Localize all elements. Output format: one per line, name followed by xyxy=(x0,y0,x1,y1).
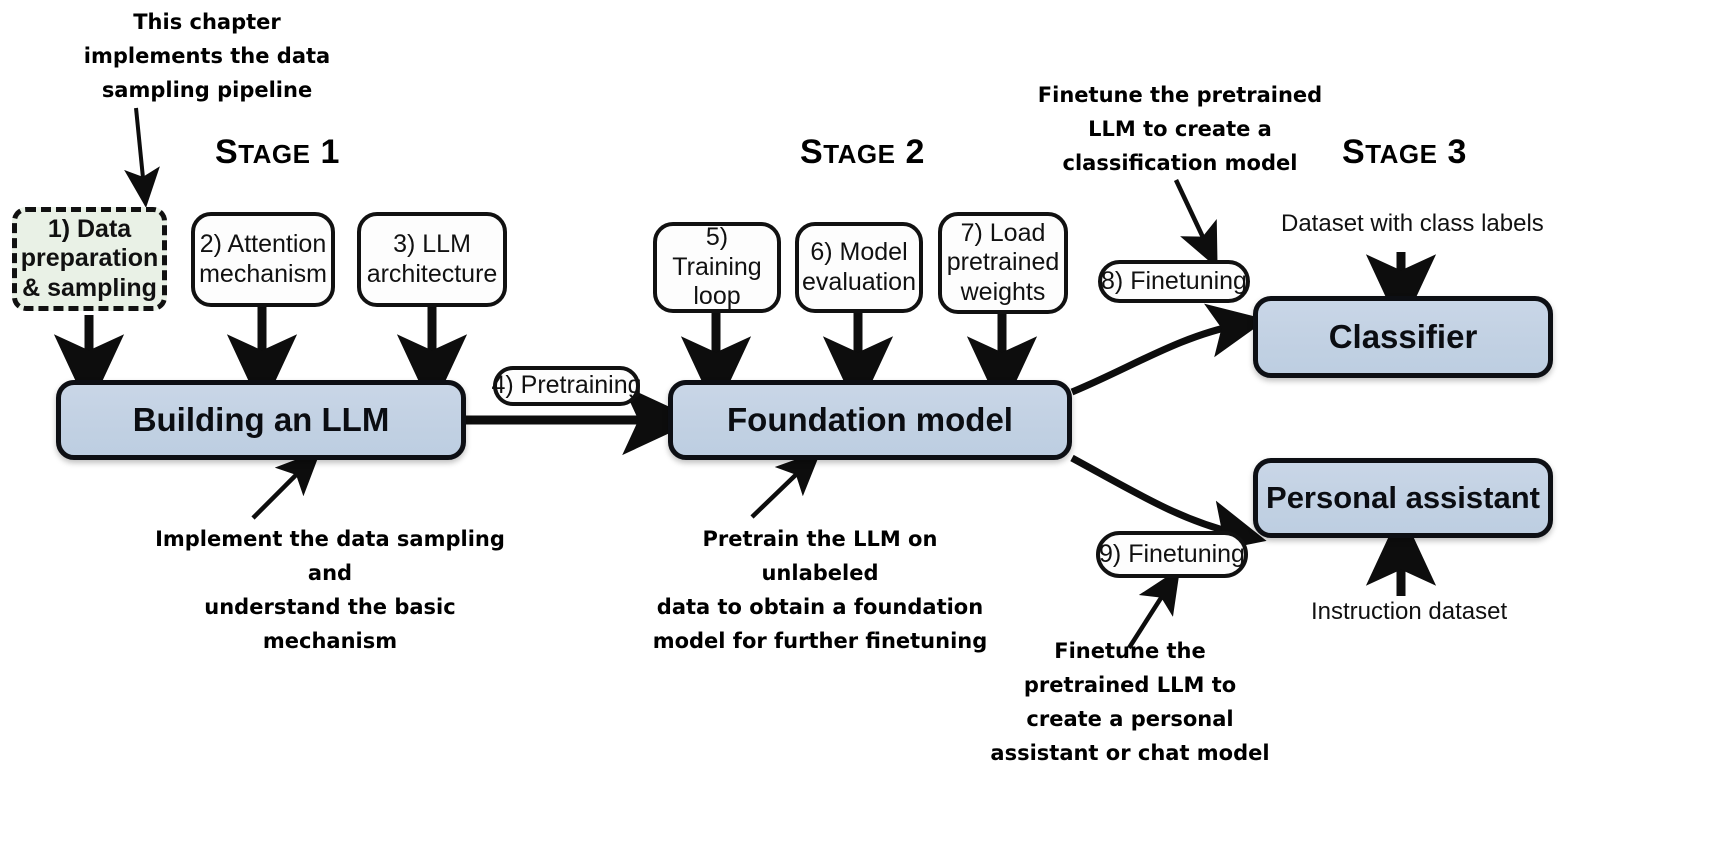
caption-this-chapter: This chapter implements the data samplin… xyxy=(83,10,331,103)
arrow-caption-to-foundation xyxy=(750,450,822,519)
step-box-training-loop[interactable]: 5) Training loop xyxy=(653,222,781,313)
stage-2-rest: TAGE xyxy=(823,139,896,169)
caption-pretrain-unlabeled: Pretrain the LLM on unlabeled data to ob… xyxy=(652,527,988,654)
stage-title-3: STAGE 3 xyxy=(1342,133,1467,172)
stage-title-2: STAGE 2 xyxy=(800,133,925,172)
arrow-caption-to-llm xyxy=(251,450,321,520)
stage-title-1: STAGE 1 xyxy=(215,133,340,172)
stage-3-number: 3 xyxy=(1447,133,1467,171)
stage-2-number: 2 xyxy=(905,133,925,171)
pill-finetuning-classifier[interactable]: 8) Finetuning xyxy=(1098,260,1250,303)
pill-pretraining[interactable]: 4) Pretraining xyxy=(491,366,642,406)
arrow-foundation-to-assistant xyxy=(1070,454,1267,554)
model-box-foundation-model[interactable]: Foundation model xyxy=(668,380,1072,460)
model-box-classifier[interactable]: Classifier xyxy=(1253,296,1553,378)
model-box-building-an-llm[interactable]: Building an LLM xyxy=(56,380,466,460)
step-box-attention-mechanism[interactable]: 2) Attention mechanism xyxy=(191,212,335,307)
step-box-data-preparation[interactable]: 1) Data preparation & sampling xyxy=(12,207,167,311)
stage-1-rest: TAGE xyxy=(238,139,311,169)
pill-finetuning-assistant[interactable]: 9) Finetuning xyxy=(1096,531,1248,578)
stage-1-number: 1 xyxy=(320,133,340,171)
caption-create-personal-assistant: Finetune the pretrained LLM to create a … xyxy=(990,639,1270,766)
caption-create-classification-model: Finetune the pretrained LLM to create a … xyxy=(1037,83,1323,176)
arrow-foundation-to-classifier xyxy=(1070,303,1267,396)
arrow-caption-to-pill8 xyxy=(1173,179,1218,269)
caption-implement-data-sampling: Implement the data sampling and understa… xyxy=(155,527,505,654)
stage-3-rest: TAGE xyxy=(1365,139,1438,169)
label-instruction-dataset: Instruction dataset xyxy=(1311,598,1508,625)
model-box-personal-assistant[interactable]: Personal assistant xyxy=(1253,458,1553,538)
stage-2-lead: S xyxy=(800,133,824,171)
step-box-load-pretrained-weights[interactable]: 7) Load pretrained weights xyxy=(938,212,1068,314)
step-box-llm-architecture[interactable]: 3) LLM architecture xyxy=(357,212,507,307)
step-box-model-evaluation[interactable]: 6) Model evaluation xyxy=(795,222,923,313)
stage-3-lead: S xyxy=(1342,133,1366,171)
stage-1-lead: S xyxy=(215,133,239,171)
arrow-chapter-to-step1 xyxy=(124,107,160,208)
label-dataset-with-class-labels: Dataset with class labels xyxy=(1281,210,1544,237)
